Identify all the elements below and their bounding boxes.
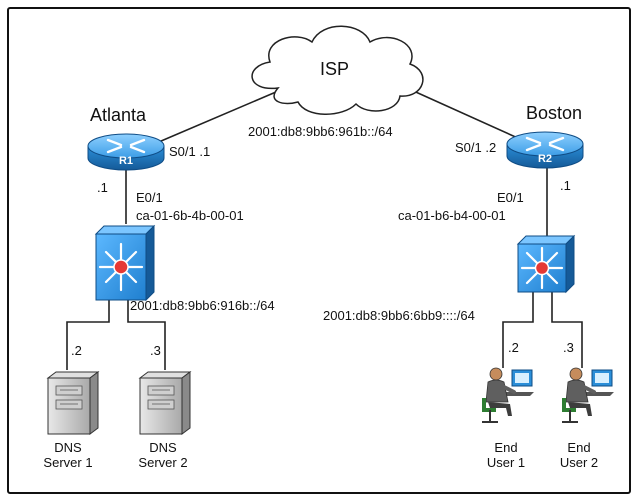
dns-server-1-caption-line1: DNS xyxy=(54,440,82,455)
dns-server-2-caption-line1: DNS xyxy=(149,440,177,455)
boston-lan-network-label: 2001:db8:9bb6:6bb9::::/64 xyxy=(323,308,475,323)
dns-server-2-host-label: .3 xyxy=(150,343,161,358)
end-user-2-caption-line2: User 2 xyxy=(559,455,599,470)
end-user-2-caption: End User 2 xyxy=(551,440,607,470)
end-user-1-caption-line2: User 1 xyxy=(486,455,526,470)
r1-lan-host-label: .1 xyxy=(97,180,108,195)
switch-star-icon xyxy=(520,246,564,290)
end-user-1-caption: End User 1 xyxy=(478,440,534,470)
site-label-atlanta: Atlanta xyxy=(90,105,147,125)
end-user-1[interactable] xyxy=(482,367,534,423)
r1-mac-label: ca-01-6b-4b-00-01 xyxy=(136,208,244,223)
link-switch-end-user-2 xyxy=(551,290,583,368)
router-r1[interactable] xyxy=(87,133,165,171)
wan-network-label: 2001:db8:9bb6:961b::/64 xyxy=(248,124,393,139)
wan-link-r1-isp xyxy=(139,85,291,151)
end-user-1-host-label: .2 xyxy=(508,340,519,355)
switch-star-icon xyxy=(98,242,144,292)
dns-server-2[interactable] xyxy=(138,371,192,435)
isp-label: ISP xyxy=(320,59,350,79)
router-arrows-icon xyxy=(106,138,146,154)
link-switch-dns-server-2 xyxy=(127,300,166,370)
atlanta-lan-network-label: 2001:db8:9bb6:916b::/64 xyxy=(130,298,275,313)
r2-serial-label: S0/1 .2 xyxy=(455,140,497,155)
router-r2-name: R2 xyxy=(538,153,552,165)
router-r2[interactable] xyxy=(506,131,584,169)
dns-server-1-host-label: .2 xyxy=(71,343,82,358)
dns-server-1-caption: DNS Server 1 xyxy=(38,440,98,470)
end-user-2[interactable] xyxy=(562,367,614,423)
r2-interface-label: E0/1 xyxy=(497,190,524,205)
site-label-boston: Boston xyxy=(526,103,583,123)
isp-cloud xyxy=(251,25,424,115)
dns-server-2-caption-line2: Server 2 xyxy=(138,455,188,470)
end-user-2-caption-line1: End xyxy=(567,440,591,455)
dns-server-1[interactable] xyxy=(46,371,100,435)
r1-serial-label: S0/1 .1 xyxy=(169,144,211,159)
end-user-1-caption-line1: End xyxy=(494,440,518,455)
router-arrows-icon xyxy=(525,136,565,152)
router-r1-name: R1 xyxy=(119,155,133,167)
person-icon xyxy=(569,367,583,381)
link-switch-end-user-1 xyxy=(502,290,534,368)
switch-atlanta[interactable] xyxy=(94,224,156,302)
dns-server-2-caption: DNS Server 2 xyxy=(132,440,194,470)
r2-mac-label: ca-01-b6-b4-00-01 xyxy=(398,208,506,223)
r1-interface-label: E0/1 xyxy=(136,190,163,205)
switch-boston[interactable] xyxy=(516,234,576,294)
person-icon xyxy=(489,367,503,381)
end-user-2-host-label: .3 xyxy=(563,340,574,355)
r2-lan-host-label: .1 xyxy=(560,178,571,193)
link-switch-dns-server-1 xyxy=(66,300,110,370)
dns-server-1-caption-line2: Server 1 xyxy=(43,455,93,470)
